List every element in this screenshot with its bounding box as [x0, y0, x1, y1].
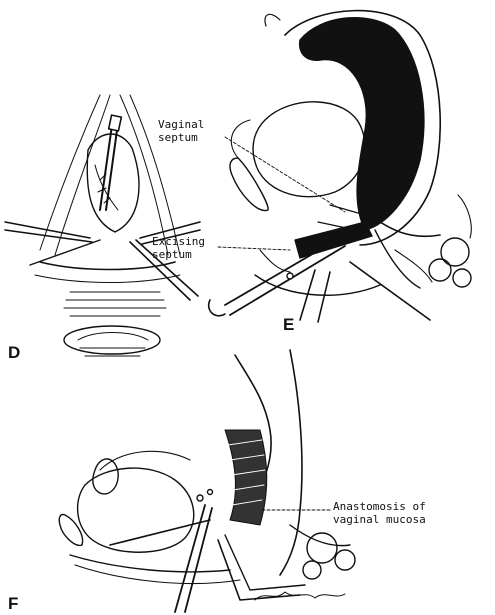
- artist-signature: [254, 591, 346, 601]
- label-vaginal-septum-line2: septum: [158, 131, 198, 144]
- panel-d-drawing: [4, 94, 201, 357]
- label-anastomosis: Anastomosis of vaginal mucosa: [333, 500, 426, 526]
- label-anastomosis-line1: Anastomosis of: [333, 500, 426, 513]
- label-anastomosis-line2: vaginal mucosa: [333, 513, 426, 526]
- label-excising-septum-line1: Excising: [152, 235, 205, 248]
- panel-e-drawing: [207, 9, 472, 323]
- panel-f-drawing: [58, 349, 356, 613]
- panel-letter-e: E: [283, 315, 295, 334]
- panel-letter-d: D: [8, 343, 21, 362]
- label-vaginal-septum-line1: Vaginal: [158, 118, 205, 131]
- panel-letter-f: F: [8, 594, 19, 613]
- label-excising-septum: Excising septum: [152, 235, 205, 261]
- label-excising-septum-line2: septum: [152, 248, 192, 261]
- label-vaginal-septum: Vaginal septum: [158, 118, 204, 144]
